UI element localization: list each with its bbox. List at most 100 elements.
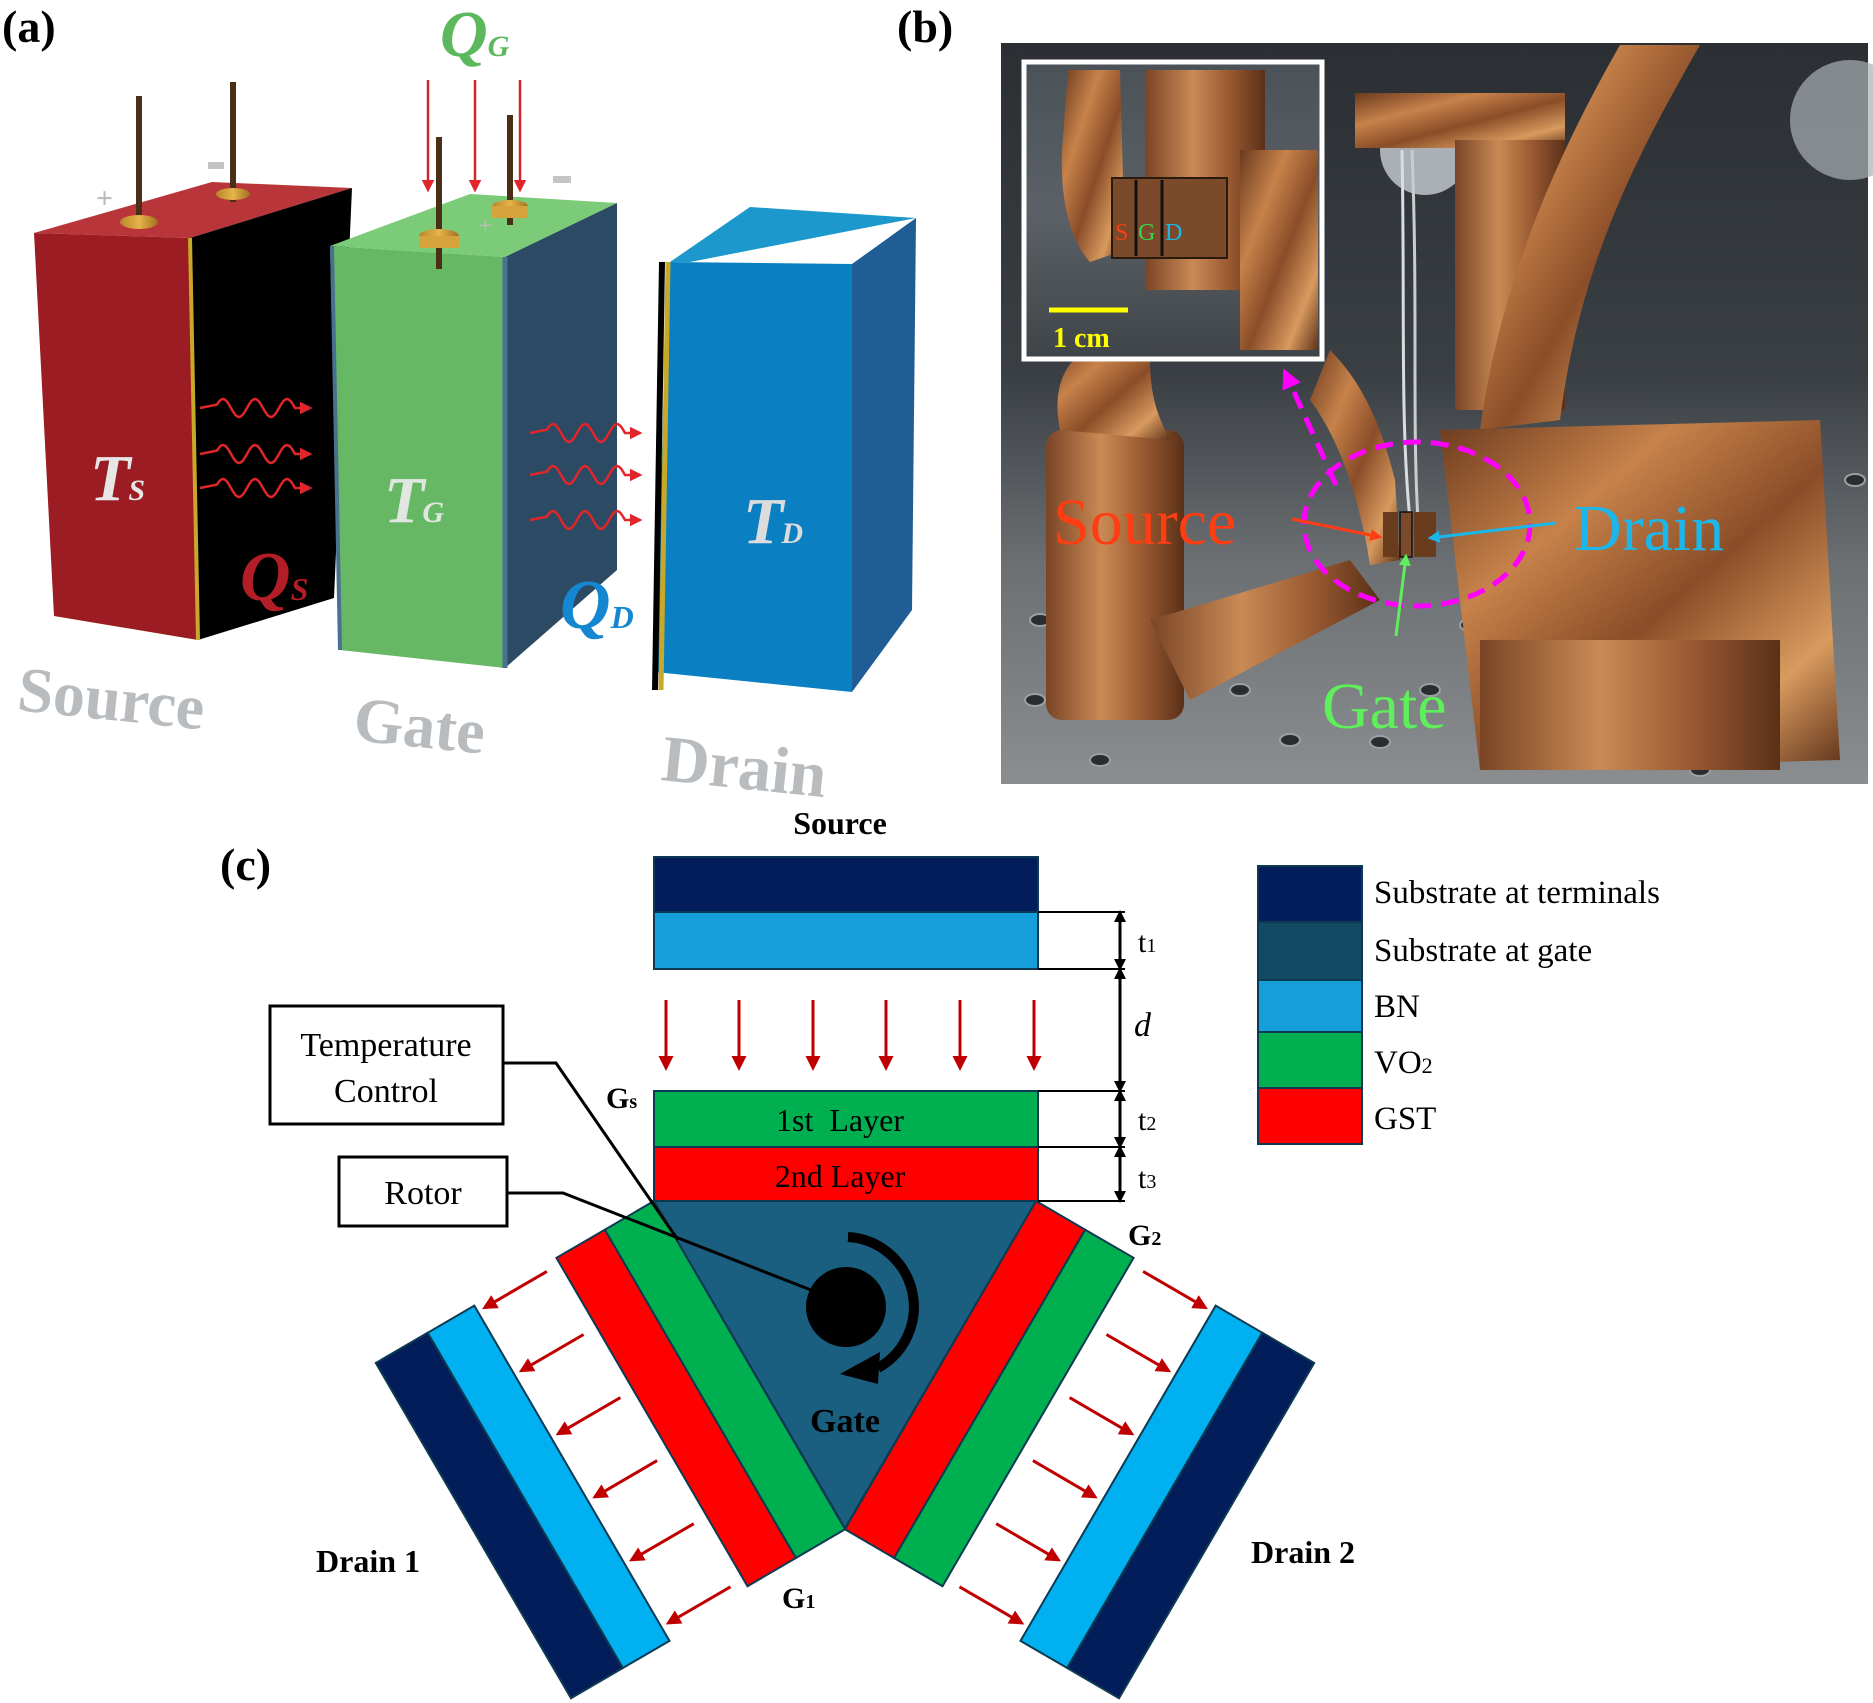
drain-block: TD Drain <box>652 207 916 812</box>
drain-1-label: Drain 1 <box>316 1543 420 1579</box>
drain-block-label: Drain <box>658 722 830 812</box>
gap-label-g2: G2 <box>1128 1219 1161 1252</box>
gate-right-outer-layer <box>892 1228 1135 1588</box>
gate-block-edge-left <box>330 245 342 651</box>
panel-c: (c) Source 1st Layer 2nd Layer Gate Temp… <box>220 805 1660 1700</box>
copper-arm-left <box>1057 340 1170 440</box>
drain-block-side <box>852 218 916 692</box>
legend-swatch <box>1257 865 1363 923</box>
drain-pointer-arrow <box>1427 521 1557 543</box>
legend-swatch <box>1257 1087 1363 1145</box>
gap-label-g1: G1 <box>782 1582 815 1615</box>
rotation-arrow-icon <box>847 1232 919 1373</box>
gate-block-side <box>505 203 617 668</box>
legend-label: GST <box>1374 1101 1436 1137</box>
legend-swatch <box>1257 921 1363 981</box>
source-heat-label: QS <box>240 539 308 616</box>
photo-inset: S G D 1 cm <box>1021 59 1325 362</box>
source-block-edge <box>188 237 200 641</box>
source-heat-arrows <box>658 1000 1042 1071</box>
copper-block-front <box>1480 640 1780 770</box>
dimension-label-t2: t2 <box>1138 1104 1156 1137</box>
table-hole <box>1419 683 1441 697</box>
source-temperature-label: TS <box>90 442 145 515</box>
drain-block-top <box>670 207 916 262</box>
panel-label-c: (c) <box>220 839 271 890</box>
source-title: Source <box>793 805 887 841</box>
drain-left-substrate <box>374 1331 625 1700</box>
legend: Substrate at terminals Substrate at gate… <box>1257 865 1660 1145</box>
gate-block-top <box>330 194 617 257</box>
legend-label: BN <box>1374 989 1420 1025</box>
dimension-label-t1: t1 <box>1138 926 1156 959</box>
drain-block-front <box>655 262 852 692</box>
radiation-arrow <box>199 477 313 499</box>
drain-right-heat-arrow <box>1032 1459 1098 1499</box>
copper-top-bar <box>1355 93 1565 148</box>
gate-and-drain-geometry <box>374 1199 1316 1700</box>
gate-temperature-label: TG <box>384 464 444 537</box>
copper-base-left <box>1150 560 1380 700</box>
sample-wires <box>1400 149 1412 521</box>
drain-right-heat-arrow <box>995 1522 1061 1562</box>
drain-left-heat-arrow <box>482 1270 548 1310</box>
panel-label-b: (b) <box>897 1 953 52</box>
device-gate-plate <box>1399 511 1413 558</box>
drain-left-heat-arrow <box>555 1396 622 1436</box>
photo-label-drain: Drain <box>1574 492 1724 565</box>
table-hole <box>1089 753 1111 767</box>
gate-heat-label: QG <box>440 0 510 71</box>
radiation-arrow <box>199 397 313 419</box>
sample-wires <box>1410 149 1420 521</box>
rotor-connector <box>507 1191 812 1292</box>
gate-pin-minus <box>507 115 513 225</box>
source-pointer-arrow <box>1291 517 1383 541</box>
legend-label: Substrate at terminals <box>1374 875 1660 911</box>
drain-right-heat-arrow <box>1142 1270 1208 1310</box>
drain-heat-label: QD <box>560 567 634 644</box>
inset-letter-d: D <box>1165 220 1182 246</box>
drain-block-gold-layer <box>658 261 671 691</box>
radiation-arrow <box>529 509 643 531</box>
inset-copper-right <box>1240 150 1318 350</box>
dimension-annotations: t1 d t2 t3 <box>1038 910 1156 1203</box>
table-hole <box>1229 683 1251 697</box>
gate-plus-sign: + <box>478 211 493 240</box>
gate-body <box>652 1200 1038 1530</box>
source-bn-layer <box>653 911 1039 970</box>
gate-block-label: Gate <box>351 683 489 767</box>
gate-layer-2-gst <box>653 1146 1039 1202</box>
rotor-label: Rotor <box>384 1175 462 1212</box>
copper-diagonal-arm <box>1480 45 1700 430</box>
gate-post-minus-body <box>492 206 528 218</box>
source-block-top <box>34 182 352 238</box>
source-block-front <box>34 233 198 640</box>
gate-block: + QG TG QD Gate <box>330 0 634 768</box>
table-hole <box>1369 735 1391 749</box>
scale-bar-label: 1 cm <box>1053 323 1110 354</box>
temperature-control-box <box>268 1004 505 1126</box>
temperature-control-label-line2: Control <box>334 1073 438 1110</box>
copper-post-left <box>1046 430 1184 720</box>
legend-swatch <box>1257 979 1363 1033</box>
highlight-circle <box>1301 439 1533 609</box>
table-hole <box>1844 473 1866 487</box>
dimension-label-d: d <box>1134 1007 1152 1044</box>
drain-left-heat-arrow <box>592 1459 658 1499</box>
photo-label-gate: Gate <box>1322 670 1447 743</box>
temperature-control-connector <box>503 1061 680 1241</box>
table-hole <box>1279 733 1301 747</box>
drain-right-substrate <box>1065 1331 1316 1700</box>
inset-pointer-arrow <box>1282 368 1339 487</box>
radiation-arrows <box>199 397 643 531</box>
rotor <box>806 1267 886 1347</box>
source-block: + TS QS Source <box>15 82 352 743</box>
source-block-label: Source <box>15 653 209 743</box>
gate-left-outer-layer <box>555 1228 798 1588</box>
inset-letter-g: G <box>1138 220 1155 246</box>
table-hole <box>1024 693 1046 707</box>
drain-left-heat-arrow <box>629 1522 695 1562</box>
source-post-minus <box>216 188 250 200</box>
device-source-plate <box>1383 512 1398 557</box>
